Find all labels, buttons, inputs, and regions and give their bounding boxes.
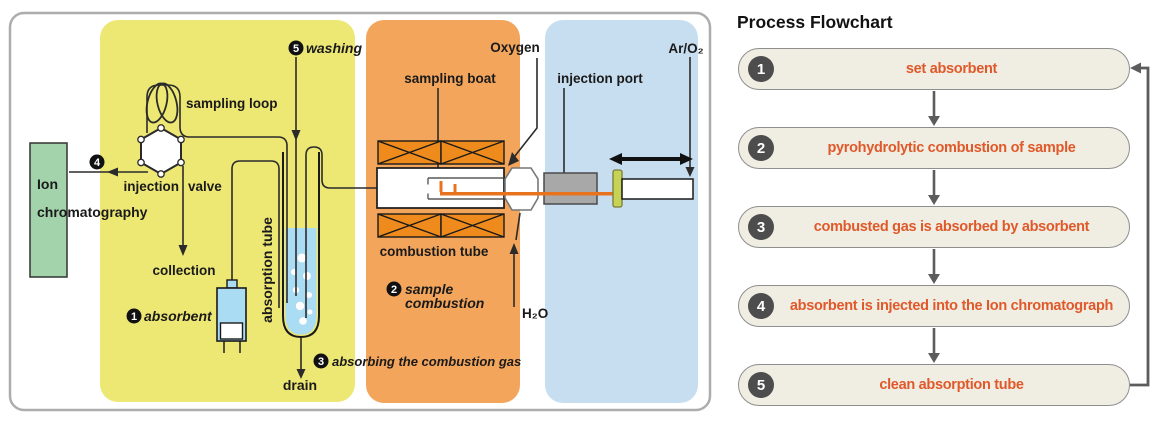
- injection-valve-label-1: injection: [123, 179, 179, 194]
- step-5-label: clean absorption tube: [879, 377, 1024, 393]
- absorption-tube: [282, 152, 320, 339]
- ion-chromatography-box: [29, 142, 68, 278]
- step-2-number: 2: [748, 135, 774, 161]
- boat-travel-arrow: [609, 153, 693, 165]
- step-1-number: 1: [748, 56, 774, 82]
- injection-valve-label-2: valve: [188, 179, 222, 194]
- loop-arrowhead: [1130, 62, 1141, 74]
- instrument-diagram: 1 2 3 4 5 Ion chromatography sampling lo…: [8, 11, 712, 412]
- step-4-label: absorbent is injected into the Ion chrom…: [789, 298, 1114, 314]
- flow-step-3: 3 combusted gas is absorbed by absorbent: [738, 206, 1130, 248]
- badge-4: 4: [94, 157, 101, 169]
- ar-o2-label: Ar/O₂: [668, 41, 703, 56]
- tubing-lines: [69, 57, 691, 371]
- syringe-legs: [223, 341, 241, 353]
- sampling-loop-label: sampling loop: [186, 96, 278, 111]
- diagram-badges: 1 2 3 4 5: [89, 40, 402, 369]
- combustion-tube-label: combustion tube: [380, 244, 489, 259]
- sampling-boat: [439, 181, 614, 196]
- oxygen-line: [510, 58, 538, 162]
- badge-5: 5: [293, 43, 299, 55]
- flow-step-5: 5 clean absorption tube: [738, 364, 1130, 406]
- injection-valve: [137, 124, 185, 178]
- injection-port-box: [543, 172, 598, 205]
- ion-chromatography-label-1: Ion: [37, 176, 58, 192]
- step-3-number: 3: [748, 214, 774, 240]
- ar-o2-arrowhead: [685, 167, 695, 177]
- washing-arrowhead: [291, 130, 301, 141]
- to-ic-arrowhead: [107, 167, 118, 177]
- flow-step-4: 4 absorbent is injected into the Ion chr…: [738, 285, 1130, 327]
- sample-combustion-label-1: sample: [405, 281, 453, 297]
- outer-tube: [621, 178, 694, 200]
- flow-step-1: 1 set absorbent: [738, 48, 1130, 90]
- collection-arrowhead: [178, 245, 188, 256]
- loop-outline: [146, 84, 189, 138]
- oxygen-label: Oxygen: [490, 40, 540, 55]
- step-4-number: 4: [748, 293, 774, 319]
- washing-label: washing: [306, 40, 362, 56]
- boat-rod: [440, 192, 614, 196]
- badge-1: 1: [131, 311, 137, 323]
- badge-3: 3: [318, 356, 324, 368]
- loop-arrow: [1130, 66, 1150, 387]
- step-1-label: set absorbent: [905, 61, 998, 77]
- syringe-to-absorption-line: [231, 160, 280, 308]
- combustion-region: [366, 20, 520, 403]
- h2o-line: [513, 212, 521, 307]
- absorption-to-combustion-line: [305, 146, 377, 318]
- absorbent-label: absorbent: [144, 308, 213, 324]
- diagram-labels: Ion chromatography sampling loop injecti…: [37, 40, 704, 393]
- step-2-label: pyrohydrolytic combustion of sample: [827, 140, 1076, 156]
- ion-chromatography-label-2: chromatography: [37, 204, 148, 220]
- badge-2: 2: [391, 284, 397, 296]
- flowchart-title: Process Flowchart: [737, 12, 893, 32]
- carrier-gas-region: [545, 20, 698, 403]
- absorption-tube-label: absorption tube: [259, 217, 275, 323]
- h2o-label: H₂O: [522, 306, 548, 321]
- absorbent-syringe: [216, 279, 247, 342]
- sampling-loop: [145, 82, 179, 124]
- injection-port-label: injection port: [557, 71, 643, 86]
- collection-label: collection: [152, 263, 215, 278]
- sample-combustion-label-2: combustion: [405, 295, 484, 311]
- inner-tube: [427, 177, 503, 200]
- absorption-tube-liquid: [285, 228, 317, 335]
- step-3-label: combusted gas is absorbed by absorbent: [813, 219, 1090, 235]
- drain-arrowhead: [296, 369, 306, 379]
- valve-to-absorption-line: [188, 136, 288, 303]
- furnace-heater: [377, 140, 505, 238]
- seal-bar: [612, 169, 623, 208]
- oxygen-arrowhead: [508, 152, 519, 166]
- junction-octagon: [504, 167, 539, 211]
- h2o-arrowhead: [509, 243, 519, 254]
- sampling-boat-label: sampling boat: [404, 71, 496, 86]
- step-5-number: 5: [748, 372, 774, 398]
- drain-label: drain: [283, 377, 317, 393]
- absorbing-gas-label: absorbing the combustion gas: [332, 354, 521, 369]
- flow-step-2: 2 pyrohydrolytic combustion of sample: [738, 127, 1130, 169]
